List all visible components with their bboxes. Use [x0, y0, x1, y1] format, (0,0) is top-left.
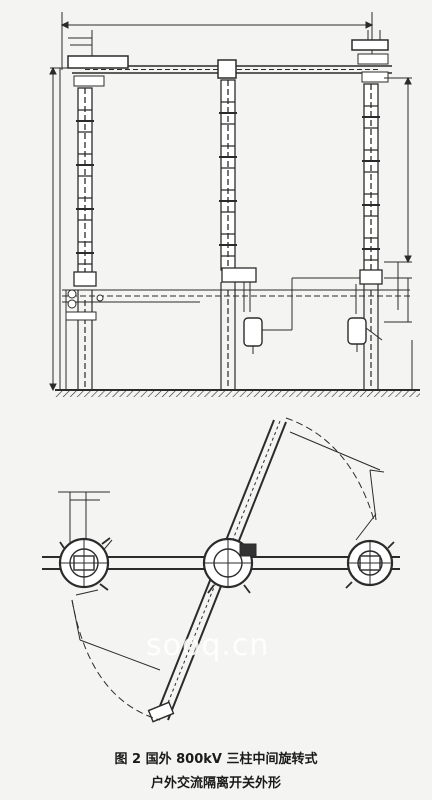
blade-swing-arc-upper [285, 417, 375, 521]
center-insulator-column [219, 79, 257, 283]
figure-caption-line-1: 图 2 国外 800kV 三柱中间旋转式 [114, 752, 318, 767]
right-operating-mechanism [347, 284, 383, 352]
right-pole-plan [345, 513, 395, 589]
elevation-view [49, 12, 420, 397]
left-contact-arm [67, 55, 129, 69]
left-pole-plan [58, 537, 111, 591]
ground-hatch [55, 390, 420, 397]
center-rotating-head [217, 59, 237, 79]
support-legs [77, 282, 379, 390]
right-insulator-column [359, 83, 383, 285]
plan-view [42, 417, 400, 723]
center-pole-plan [202, 537, 257, 594]
right-contact-arm [351, 39, 389, 51]
left-insulator-column [73, 87, 97, 287]
watermark: sooq.cn [146, 628, 270, 663]
center-operating-mechanism [243, 277, 360, 354]
blade-swing-arc-lower [71, 599, 161, 721]
figure-caption-line-2: 户外交流隔离开关外形 [150, 776, 281, 791]
